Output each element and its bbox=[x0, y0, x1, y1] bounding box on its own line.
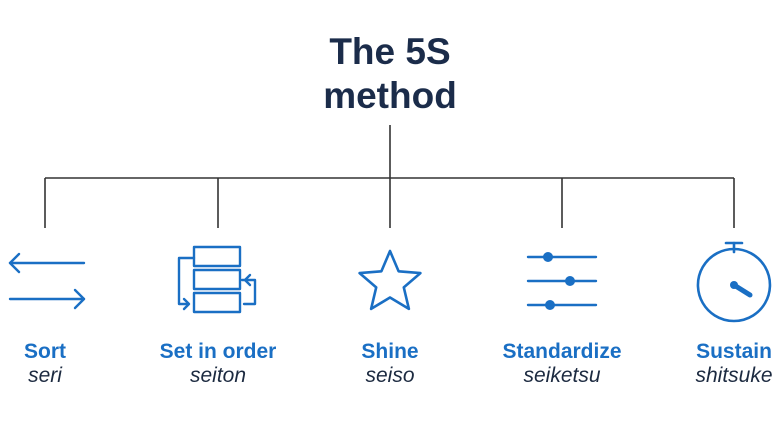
arrows-left-right-icon bbox=[8, 252, 86, 310]
step-sort-japanese: seri bbox=[28, 364, 62, 387]
step-set-in-order-label: Set in order bbox=[159, 340, 277, 363]
title-line-1: The 5S bbox=[329, 31, 451, 72]
step-shine-japanese: seiso bbox=[365, 364, 415, 387]
step-sustain: Sustain shitsuke bbox=[634, 340, 780, 388]
step-sort-label: Sort bbox=[24, 340, 66, 363]
step-standardize: Standardize seiketsu bbox=[462, 340, 662, 388]
step-sustain-japanese: shitsuke bbox=[695, 364, 773, 387]
title-line-2: method bbox=[323, 75, 457, 116]
step-shine-label: Shine bbox=[361, 340, 419, 363]
step-shine: Shine seiso bbox=[290, 340, 490, 388]
step-set-in-order: Set in order seiton bbox=[118, 340, 318, 388]
step-standardize-japanese: seiketsu bbox=[523, 364, 601, 387]
step-set-in-order-japanese: seiton bbox=[189, 364, 247, 387]
star-icon bbox=[358, 249, 422, 311]
diagram-title: The 5S method bbox=[0, 30, 780, 118]
sliders-icon bbox=[526, 252, 598, 310]
gauge-icon bbox=[696, 241, 772, 323]
step-sort: Sort seri bbox=[0, 340, 145, 388]
step-standardize-label: Standardize bbox=[502, 340, 622, 363]
stacked-boxes-icon bbox=[177, 245, 257, 314]
step-sustain-label: Sustain bbox=[696, 340, 772, 363]
